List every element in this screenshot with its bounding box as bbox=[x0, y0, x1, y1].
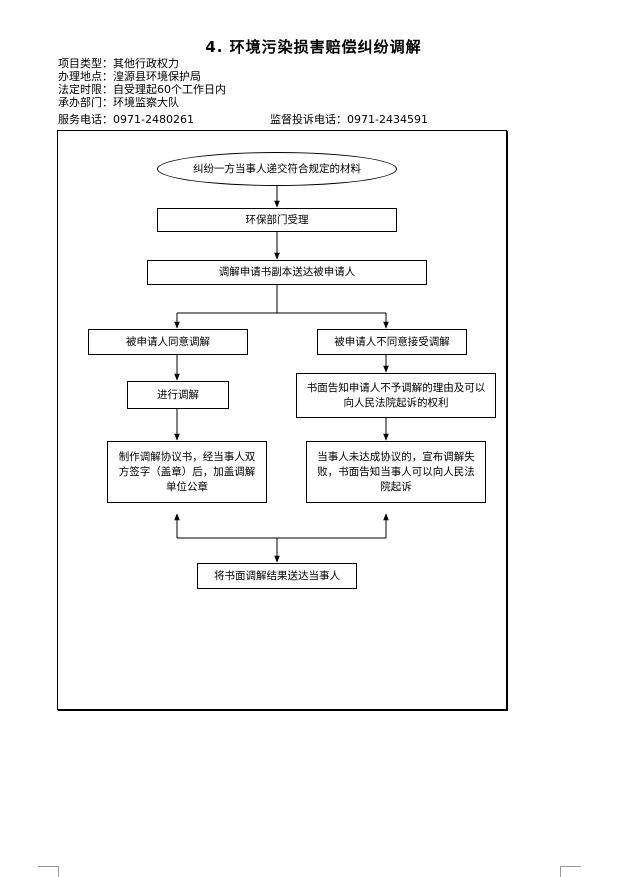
start-node: 纠纷一方当事人递交符合规定的材料 bbox=[157, 152, 397, 186]
accept-node: 环保部门受理 bbox=[157, 208, 397, 232]
mediate-node: 进行调解 bbox=[127, 381, 229, 409]
agreement-node: 制作调解协议书，经当事人双方签字（盖章）后，加盖调解单位公章 bbox=[107, 441, 267, 503]
complaint-phone: 监督投诉电话：0971-2434591 bbox=[270, 113, 428, 126]
agree-node: 被申请人同意调解 bbox=[88, 329, 248, 355]
document-title: 4. 环境污染损害赔偿纠纷调解 bbox=[205, 38, 422, 56]
handling-location: 办理地点：湟源县环境保护局 bbox=[58, 70, 201, 83]
flowchart-frame bbox=[57, 130, 507, 710]
notify-reason-node: 书面告知申请人不予调解的理由及可以向人民法院起诉的权利 bbox=[296, 373, 496, 418]
page-corner-mark-right bbox=[560, 866, 581, 877]
page-corner-mark-left bbox=[38, 866, 59, 877]
disagree-node: 被申请人不同意接受调解 bbox=[317, 329, 467, 355]
responsible-department: 承办部门：环境监察大队 bbox=[58, 96, 179, 109]
service-phone: 服务电话：0971-2480261 bbox=[58, 113, 194, 126]
project-type: 项目类型：其他行政权力 bbox=[58, 57, 179, 70]
legal-deadline: 法定时限：自受理起60个工作日内 bbox=[58, 83, 226, 96]
failed-node: 当事人未达成协议的，宣布调解失败，书面告知当事人可以向人民法院起诉 bbox=[306, 441, 486, 503]
final-node: 将书面调解结果送达当事人 bbox=[197, 563, 357, 589]
deliver-copy-node: 调解申请书副本送达被申请人 bbox=[147, 260, 427, 285]
